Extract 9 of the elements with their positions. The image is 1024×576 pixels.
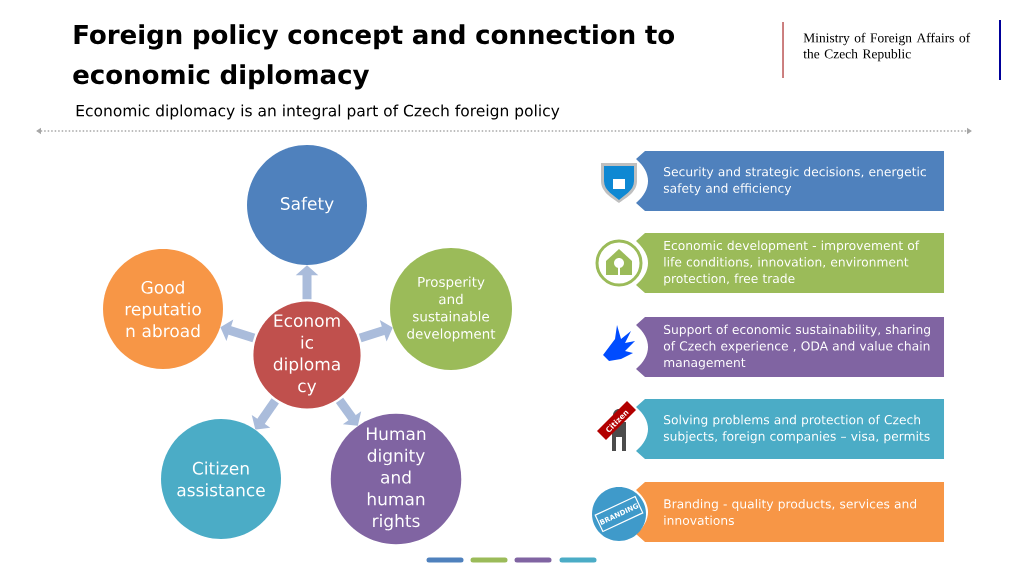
- arrow: [335, 397, 362, 426]
- banner: Solving problems and protection of Czech subjects, foreign companies – visa, permits: [636, 399, 944, 459]
- arrow: [358, 319, 393, 343]
- banner: Support of economic sustainability, sharing of Czech experience , ODA and value chain management: [636, 317, 944, 377]
- ministry-name: Ministry of Foreign Affairs of the Czech Republic: [803, 32, 971, 62]
- subtitle: Economic diplomacy is an integral part of Czech foreign policy: [76, 104, 560, 120]
- banner: Security and strategic decisions, energetic safety and efficiency: [636, 151, 944, 211]
- banner: Economic development - improvement of life conditions, innovation, environment protection, free trade: [636, 233, 944, 293]
- title: Foreign policy concept and connection to economic diplomacy: [73, 24, 675, 90]
